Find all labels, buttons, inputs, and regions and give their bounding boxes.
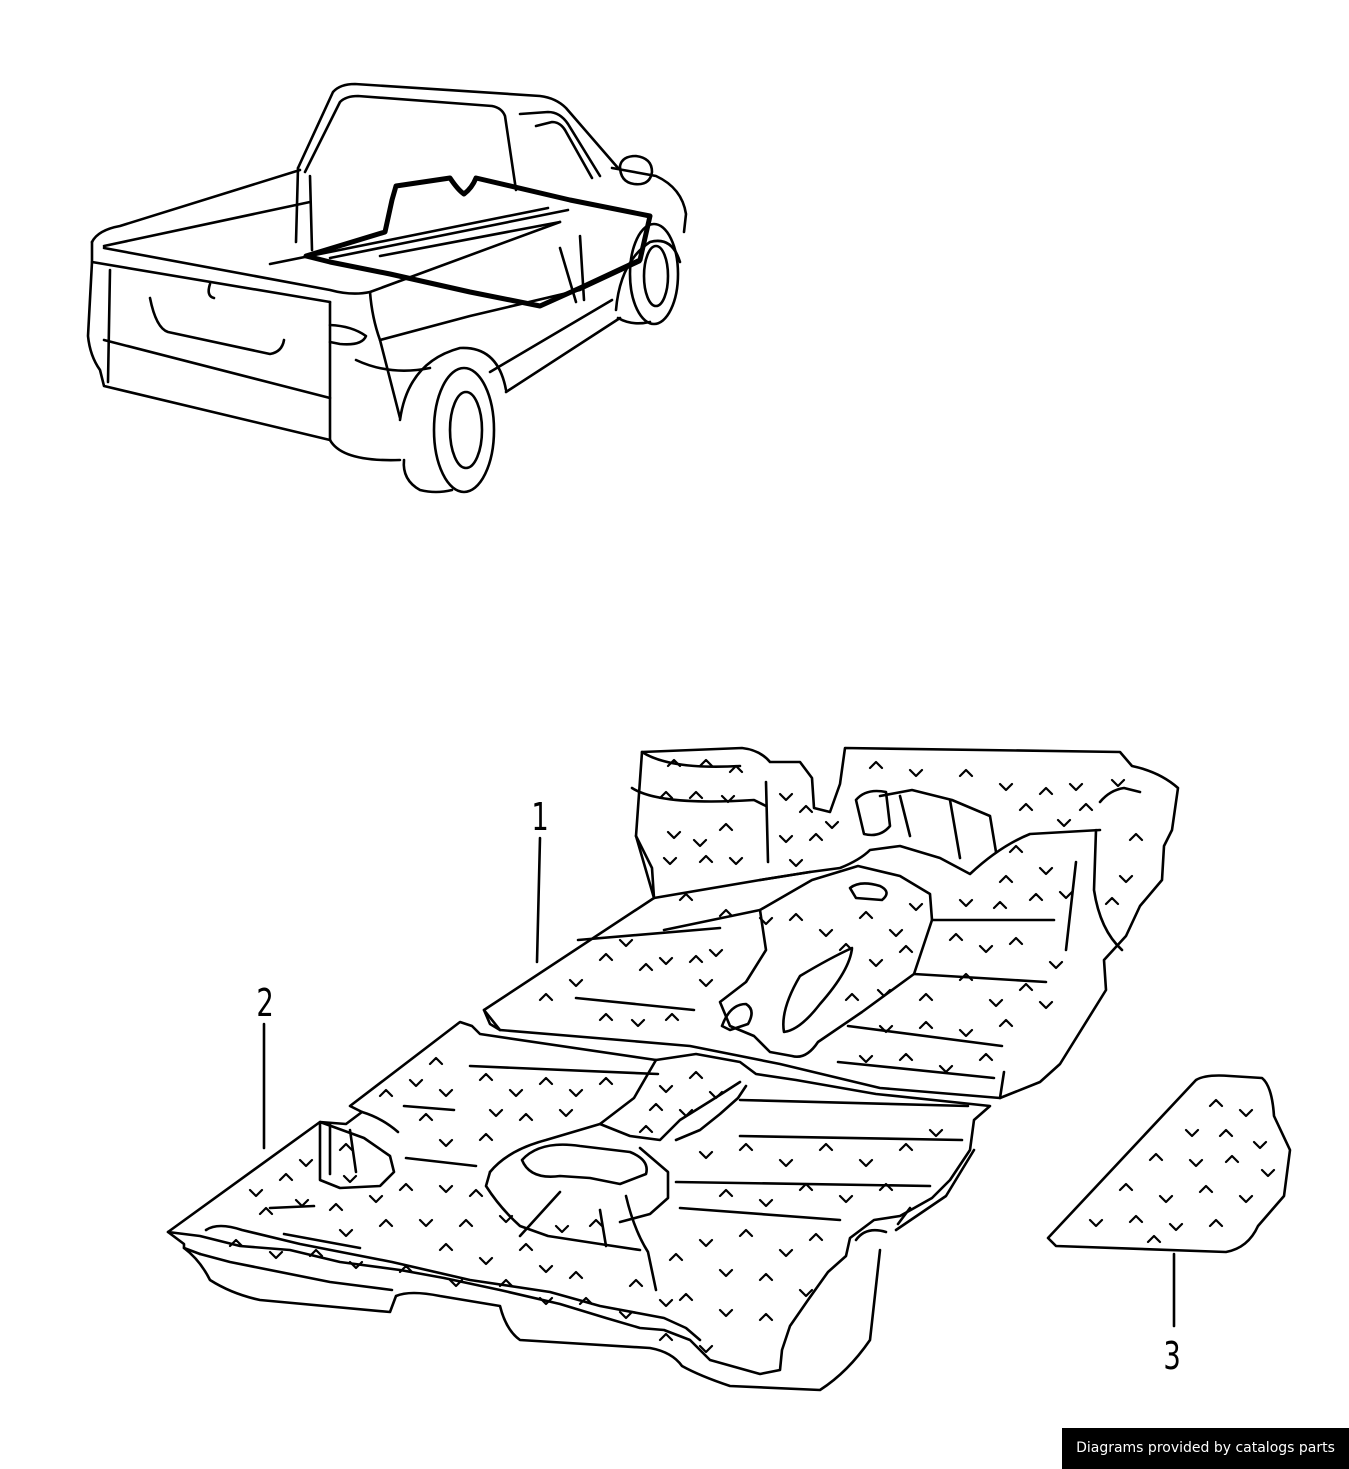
floor-carpet-rear: [166, 1020, 992, 1392]
pickup-truck-illustration: [86, 82, 688, 494]
seal-route-line: [303, 175, 653, 309]
carpet-texture-marks: [228, 758, 1276, 1354]
leader-line-1: [535, 836, 542, 964]
callout-part-1: 1: [531, 795, 549, 839]
callout-part-2: 2: [256, 981, 274, 1025]
callout-part-3: 3: [1163, 1334, 1181, 1378]
credit-banner: Diagrams provided by catalogs parts: [1062, 1428, 1349, 1469]
callout-leader-lines: [262, 836, 1176, 1328]
floor-carpet-front: [482, 746, 1180, 1100]
floor-mat-insert: [1046, 1074, 1292, 1254]
